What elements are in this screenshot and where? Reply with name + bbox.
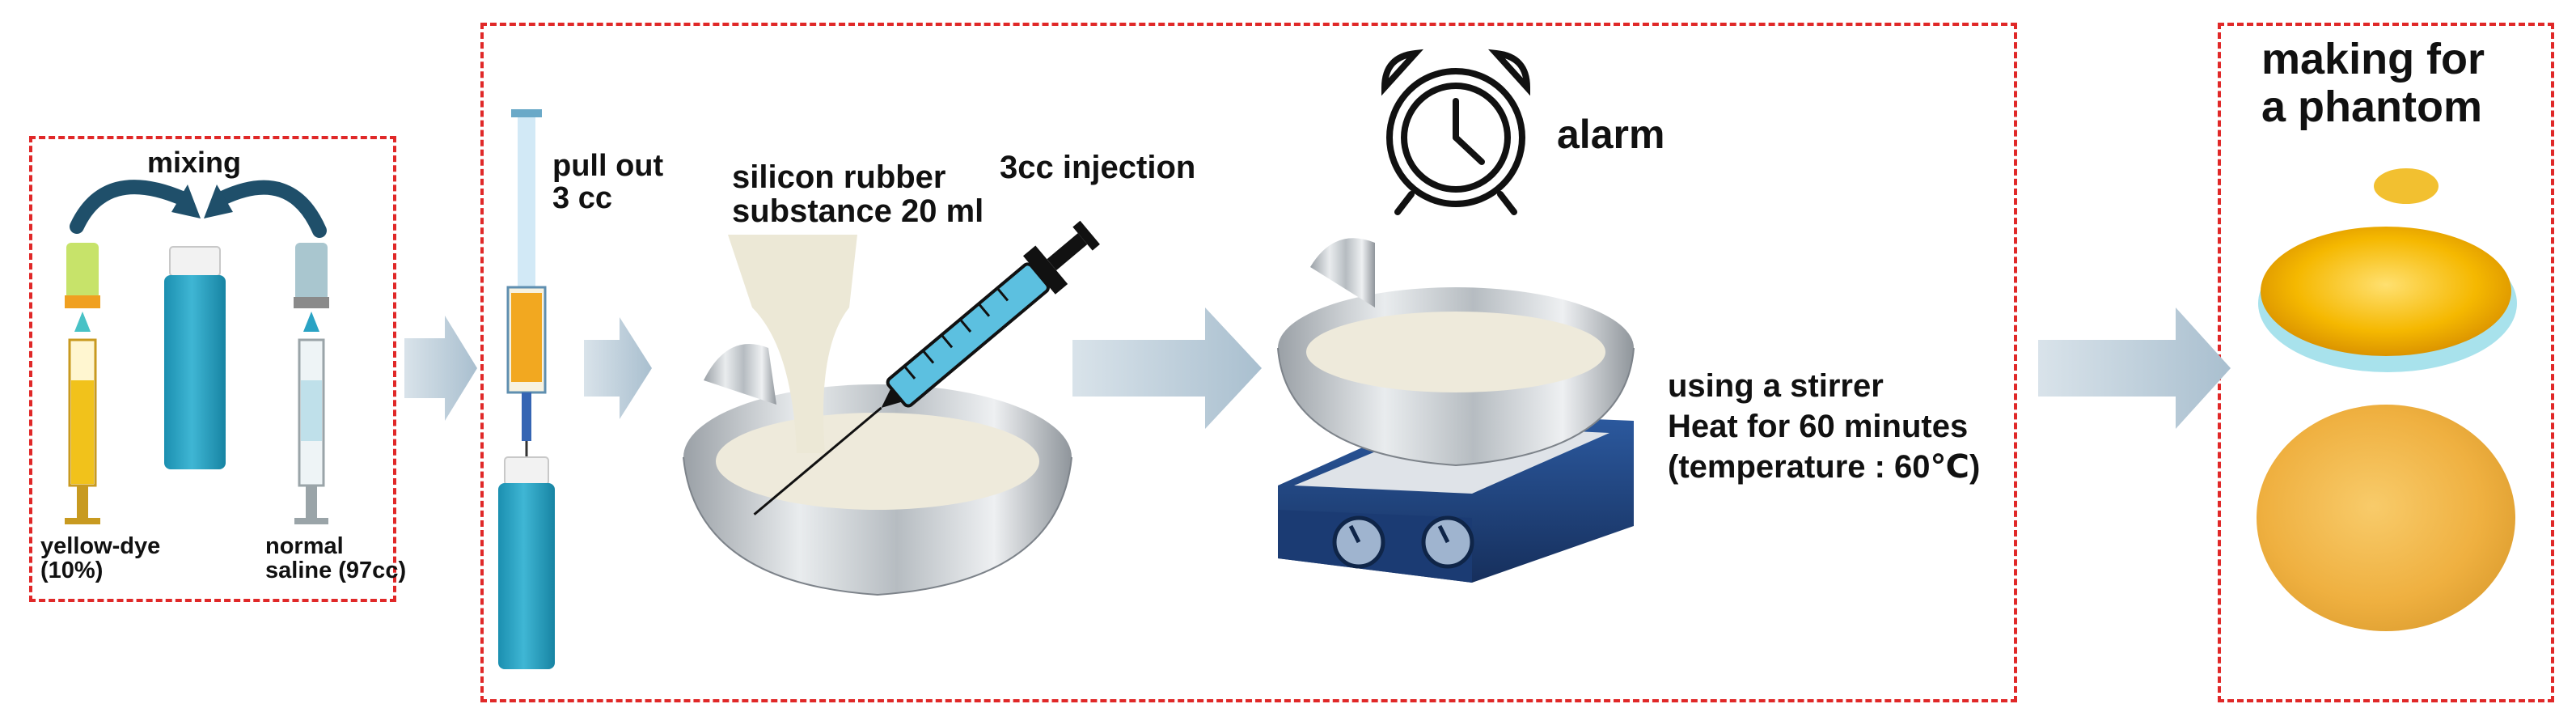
pull-out-syringe xyxy=(506,109,547,457)
hotplate-stirrer xyxy=(1278,413,1634,583)
yellow-dye-syringe xyxy=(65,243,100,524)
flow-arrow-3 xyxy=(1072,307,1262,429)
process-panel xyxy=(480,23,2017,702)
phantom-title: making for a phantom xyxy=(2261,35,2485,132)
injection-syringe xyxy=(753,220,1100,515)
injection-label: 3cc injection xyxy=(1000,150,1196,185)
silicon-rubber-label: silicon rubber substance 20 ml xyxy=(732,159,984,229)
pull-out-vial xyxy=(498,456,555,669)
yellow-dye-caption: yellow-dye (10%) xyxy=(40,533,161,584)
stirrer-bowl xyxy=(1277,238,1635,467)
flow-arrow-1 xyxy=(404,316,477,421)
phantom-yellow xyxy=(2258,168,2517,372)
alarm-label: alarm xyxy=(1557,112,1665,157)
flow-arrow-4 xyxy=(2038,307,2231,429)
curved-arrows xyxy=(70,180,327,238)
pull-out-label: pull out 3 cc xyxy=(552,149,664,215)
normal-saline-syringe xyxy=(294,243,329,524)
saline-vial-center xyxy=(164,246,226,469)
flow-arrow-2 xyxy=(584,317,652,419)
alarm-clock-icon xyxy=(1381,49,1531,215)
phantom-orange xyxy=(2257,405,2515,631)
mixing-title: mixing xyxy=(147,146,242,179)
normal-saline-caption: normal saline (97cc) xyxy=(265,533,407,584)
stirrer-label: using a stirrer Heat for 60 minutes (tem… xyxy=(1668,368,1981,485)
mixing-panel xyxy=(29,136,396,602)
